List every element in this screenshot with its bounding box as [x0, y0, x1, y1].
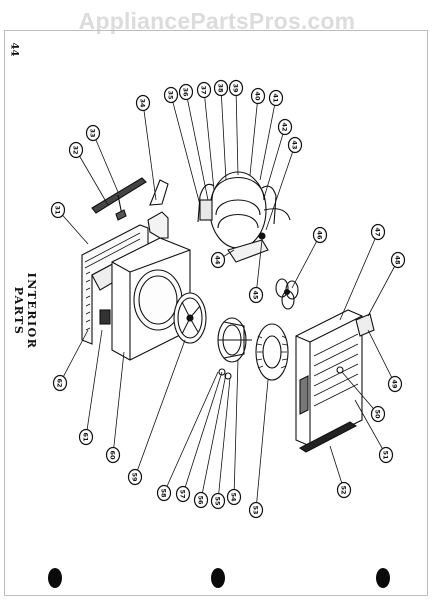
svg-text:39: 39	[232, 83, 240, 93]
callout-35: 35	[163, 86, 179, 104]
svg-text:57: 57	[179, 489, 187, 498]
svg-text:54: 54	[230, 492, 238, 502]
svg-text:49: 49	[391, 379, 399, 389]
callout-52: 52	[336, 481, 352, 499]
compressor-assembly	[197, 171, 291, 263]
svg-text:40: 40	[254, 91, 262, 101]
svg-text:61: 61	[82, 432, 90, 442]
svg-text:51: 51	[382, 450, 390, 460]
callout-31: 31	[50, 201, 66, 219]
condenser-fan-blade	[173, 292, 207, 344]
callout-62: 62	[52, 374, 68, 392]
svg-text:59: 59	[131, 472, 139, 482]
svg-text:56: 56	[197, 495, 205, 505]
svg-text:60: 60	[109, 450, 117, 460]
callout-32: 32	[68, 141, 84, 159]
support-bracket-strip	[91, 177, 169, 221]
callout-34: 34	[135, 94, 151, 112]
callout-57: 57	[175, 485, 191, 503]
callout-40: 40	[250, 87, 266, 105]
callout-59: 59	[127, 468, 143, 486]
svg-text:46: 46	[316, 230, 324, 240]
svg-text:44: 44	[214, 255, 222, 265]
punch-hole-center	[211, 568, 225, 588]
callout-44: 44	[210, 251, 226, 269]
svg-text:52: 52	[340, 485, 348, 494]
svg-text:37: 37	[200, 85, 208, 94]
punch-hole-left	[48, 568, 62, 588]
callout-43: 43	[287, 136, 303, 154]
callout-33: 33	[85, 124, 101, 142]
svg-text:31: 31	[54, 205, 62, 215]
svg-text:50: 50	[374, 409, 382, 419]
callout-51: 51	[378, 446, 394, 464]
svg-text:36: 36	[182, 87, 190, 97]
svg-text:35: 35	[167, 90, 175, 100]
front-evaporator-panel	[295, 309, 375, 453]
callout-53: 53	[248, 501, 264, 519]
blower-wheel	[255, 323, 289, 381]
punch-hole-right	[376, 568, 390, 588]
svg-text:43: 43	[291, 140, 299, 149]
callout-61: 61	[78, 428, 94, 446]
callout-41: 41	[268, 89, 284, 107]
callout-42: 42	[277, 118, 293, 136]
callout-50: 50	[370, 405, 386, 423]
callout-46: 46	[312, 226, 328, 244]
callout-60: 60	[105, 446, 121, 464]
svg-text:47: 47	[374, 227, 382, 236]
callout-47: 47	[370, 223, 386, 241]
callout-54: 54	[226, 488, 242, 506]
svg-text:42: 42	[281, 122, 289, 131]
svg-text:32: 32	[72, 145, 80, 154]
svg-text:55: 55	[214, 496, 222, 506]
callout-56: 56	[193, 491, 209, 509]
svg-text:53: 53	[252, 505, 260, 514]
svg-text:45: 45	[252, 290, 260, 300]
watermark-text: AppliancePartsPros.com	[78, 8, 356, 34]
callout-39: 39	[228, 79, 244, 97]
svg-text:41: 41	[272, 93, 280, 103]
callout-36: 36	[178, 83, 194, 101]
callout-58: 58	[156, 484, 172, 502]
callout-38: 38	[213, 79, 229, 97]
fan-motor	[217, 317, 252, 380]
fan-shroud-panel	[111, 211, 191, 361]
svg-text:33: 33	[89, 128, 97, 137]
page-frame	[4, 30, 428, 596]
small-fan	[275, 278, 299, 310]
callout-45: 45	[248, 286, 264, 304]
svg-text:62: 62	[56, 378, 64, 387]
svg-text:38: 38	[217, 83, 225, 93]
callout-48: 48	[390, 251, 406, 269]
leader-lines	[57, 87, 399, 511]
svg-text:58: 58	[160, 488, 168, 498]
callout-49: 49	[387, 375, 403, 393]
svg-text:48: 48	[394, 255, 402, 265]
svg-text:34: 34	[139, 98, 147, 108]
callout-37: 37	[196, 81, 212, 99]
callout-55: 55	[210, 492, 226, 510]
